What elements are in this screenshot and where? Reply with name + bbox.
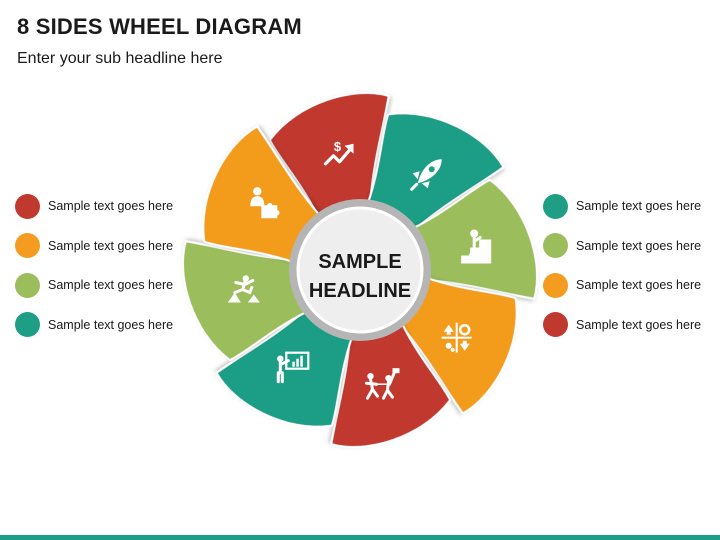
legend-dot xyxy=(15,193,40,219)
bottom-accent-bar xyxy=(0,535,720,540)
legend-label: Sample text goes here xyxy=(48,317,174,332)
legend-dot xyxy=(15,272,40,298)
legend-item: Sample text goes here xyxy=(15,272,173,298)
page-subtitle: Enter your sub headline here xyxy=(17,50,223,67)
legend-left: Sample text goes here Sample text goes h… xyxy=(15,193,173,351)
legend-label: Sample text goes here xyxy=(576,238,702,253)
center-headline-line1: SAMPLE xyxy=(318,251,401,273)
legend-item: Sample text goes here xyxy=(543,193,701,219)
wheel-petal xyxy=(402,178,539,300)
center-headline-line2: HEADLINE xyxy=(309,280,411,302)
legend-label: Sample text goes here xyxy=(576,278,702,292)
legend-dot xyxy=(543,312,568,337)
legend-label: Sample text goes here xyxy=(576,199,702,213)
legend-label: Sample text goes here xyxy=(48,238,174,253)
legend-label: Sample text goes here xyxy=(576,317,702,332)
legend-dot xyxy=(15,233,40,258)
legend-item: Sample text goes here xyxy=(15,233,173,259)
hub-disc xyxy=(296,206,424,334)
legend-item: Sample text goes here xyxy=(543,272,701,298)
legend-item: Sample text goes here xyxy=(543,233,701,259)
wheel-petal xyxy=(202,125,326,267)
legend-dot xyxy=(543,193,568,219)
legend-item: Sample text goes here xyxy=(15,312,173,338)
legend-dot xyxy=(543,233,568,258)
petal-group xyxy=(181,91,539,449)
page-title: 8 SIDES WHEEL DIAGRAM xyxy=(17,14,302,39)
legend-label: Sample text goes here xyxy=(48,278,174,292)
legend-right: Sample text goes here Sample text goes h… xyxy=(543,193,701,351)
legend-item: Sample text goes here xyxy=(15,193,173,219)
legend-dot xyxy=(543,272,568,298)
legend-label: Sample text goes here xyxy=(48,199,174,213)
legend-dot xyxy=(15,312,40,337)
legend-item: Sample text goes here xyxy=(543,312,701,338)
